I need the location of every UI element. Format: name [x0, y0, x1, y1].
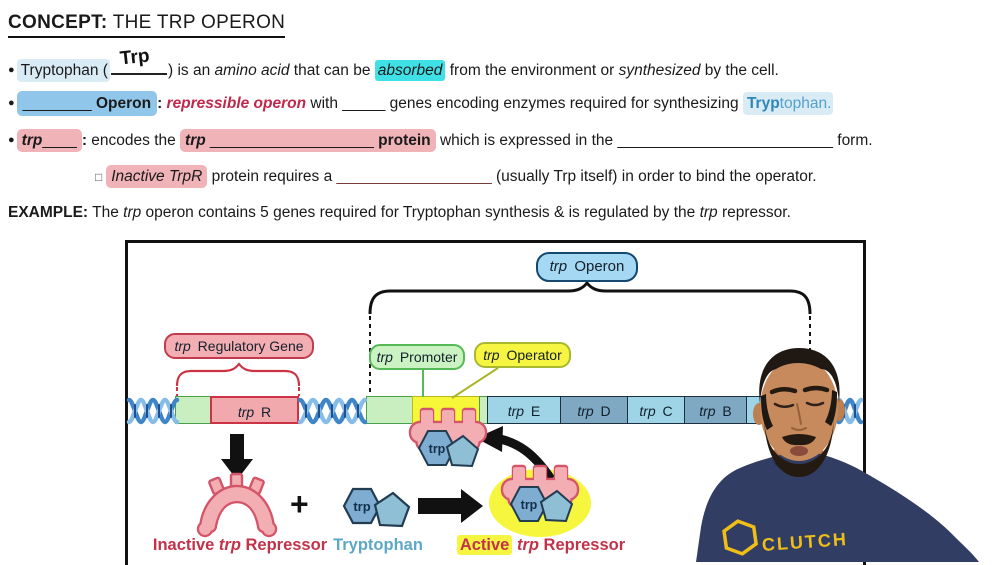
operator-label: trp Operator — [474, 342, 571, 368]
clutch-hexagon-logo-icon — [722, 519, 758, 556]
highlight-tryptophan: Tryptophan ( — [16, 59, 110, 82]
page-title: CONCEPT: THE TRP OPERON — [8, 12, 286, 38]
bound-repressor: trp — [408, 407, 488, 468]
bullet-trp-gene: ●trp____: encodes the trp ______________… — [8, 129, 873, 152]
tryptophan-label: Tryptophan — [333, 536, 423, 554]
active-repressor-label: Active trp Repressor — [455, 535, 627, 555]
operon-label: trp Operon — [536, 252, 638, 282]
beard — [764, 414, 834, 477]
instructor-figure: CLUTCH — [696, 348, 979, 562]
sub-bullet-inactive-trpr: □Inactive TrpR protein requires a ______… — [95, 165, 817, 188]
eyebrows — [769, 385, 830, 395]
eyes-closed — [773, 401, 825, 408]
bullet-operon: ●________ Operon: repressible operon wit… — [8, 91, 834, 116]
dna-helix-left — [126, 397, 180, 425]
plus-sign: + — [290, 486, 309, 522]
active-word-highlight: Active — [456, 535, 513, 555]
trp-tag-active: trp — [521, 498, 538, 512]
right-arrow — [418, 489, 483, 523]
mouth — [790, 446, 808, 456]
hair — [759, 348, 840, 404]
inactive-repressor-label: Inactive trp Repressor — [152, 536, 328, 554]
highlight-operon-blank: ________ Operon — [16, 91, 158, 116]
active-repressor: trp — [500, 464, 580, 523]
repressible-operon-text: repressible operon — [166, 95, 307, 112]
left-sideburn — [761, 394, 773, 430]
highlight-trp-blank: trp____ — [16, 129, 82, 152]
fill-in-blank: Trp — [110, 46, 167, 75]
highlight-absorbed: absorbed — [374, 60, 446, 81]
highlight-trp-protein: trp ___________________ protein — [180, 129, 436, 152]
nose — [791, 403, 807, 431]
promoter-label: trp Promoter — [369, 344, 465, 370]
title-text: THE TRP OPERON — [107, 12, 286, 33]
trp-tag-free: trp — [353, 499, 370, 514]
gene-box-trpC: trp C — [627, 396, 685, 424]
gene-box-regulatory-promoter — [175, 396, 212, 424]
trp-tag-bound: trp — [429, 442, 446, 456]
right-sideburn — [825, 390, 837, 426]
regulatory-brace — [175, 362, 301, 396]
gene-box-trpR: trp R — [210, 396, 299, 424]
square-bullet-icon: □ — [95, 170, 103, 184]
bullet-icon: ● — [8, 134, 15, 146]
dna-helix-middle — [297, 397, 368, 425]
diagram-frame — [125, 240, 866, 565]
concept-label: CONCEPT: — [8, 12, 108, 33]
inactive-repressor — [196, 472, 278, 538]
mustache — [782, 434, 816, 446]
gene-box-promoter — [366, 396, 414, 424]
regulatory-gene-label: trp Regulatory Gene — [164, 333, 314, 359]
bullet-icon: ● — [8, 64, 15, 76]
bullet-tryptophan: ●Tryptophan (Trp) is an amino acid that … — [8, 46, 779, 82]
shirt — [696, 452, 979, 562]
highlight-inactive-trpr: Inactive TrpR — [106, 165, 208, 188]
example-line: EXAMPLE: The trp operon contains 5 genes… — [8, 204, 791, 221]
tryptophan-molecule: trp — [342, 487, 411, 528]
operator-pointer-line — [451, 367, 499, 399]
operon-brace — [368, 280, 812, 394]
down-arrow — [221, 434, 253, 480]
gene-box-trpB: trp B — [683, 396, 748, 424]
example-label: EXAMPLE: — [8, 204, 89, 221]
highlight-tryptophan-link: Tryptophan. — [742, 92, 834, 115]
gene-box-trpE: trp E — [487, 396, 561, 424]
bullet-icon: ● — [8, 97, 15, 109]
